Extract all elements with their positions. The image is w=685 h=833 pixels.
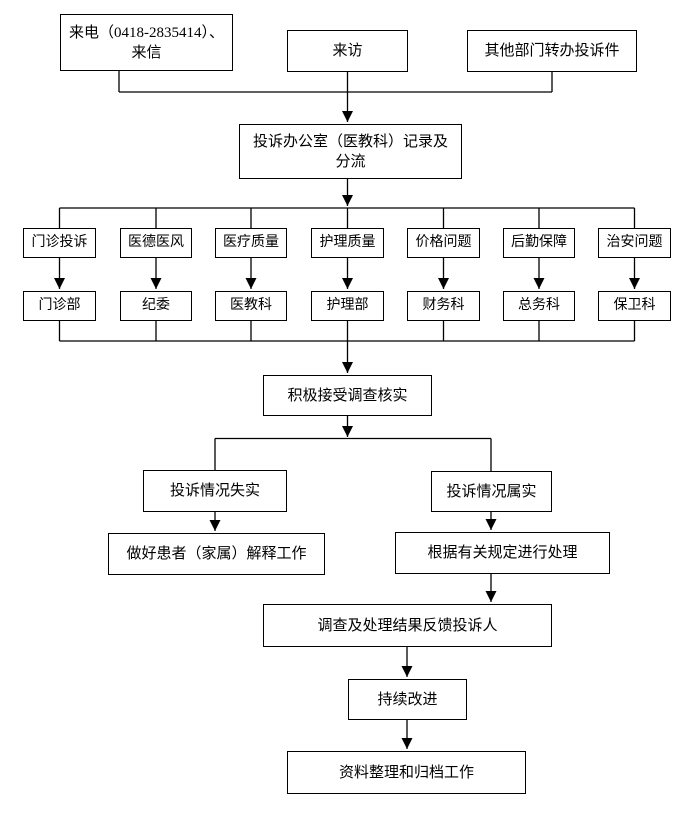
category-label-6: 后勤保障	[511, 235, 567, 250]
department-box-7: 保卫科	[598, 291, 671, 321]
intake-to-distribution-connector	[58, 179, 636, 228]
feedback-label: 调查及处理结果反馈投诉人	[317, 617, 498, 634]
improve-label: 持续改进	[377, 691, 438, 708]
intake-label-line1: 投诉办公室（医教科）记录及	[252, 133, 448, 150]
category-label-7: 治安问题	[606, 235, 663, 250]
archive-box: 资料整理和归档工作	[287, 751, 526, 794]
category-box-1: 门诊投诉	[23, 228, 96, 258]
category-label-3: 医疗质量	[223, 235, 279, 250]
category-box-2: 医德医风	[120, 228, 192, 258]
improve-box: 持续改进	[348, 679, 467, 720]
source-phone-box: 来电（0418-2835414）、 来信	[60, 14, 233, 71]
source-phone-label-line1: 来电（0418-2835414）、	[69, 24, 224, 41]
department-label-2: 纪委	[142, 298, 170, 313]
category-label-5: 价格问题	[415, 235, 472, 250]
intake-label-line2: 分流	[335, 153, 366, 170]
verify-split-connector	[214, 416, 492, 471]
department-box-2: 纪委	[120, 291, 192, 321]
source-visit-box: 来访	[287, 30, 408, 72]
source-visit-label: 来访	[332, 43, 363, 59]
outcome-true-label: 投诉情况属实	[446, 483, 537, 500]
source-phone-label-line2: 来信	[131, 44, 162, 61]
category-box-5: 价格问题	[407, 228, 480, 258]
explain-action-box: 做好患者（家属）解释工作	[108, 533, 325, 575]
category-box-7: 治安问题	[598, 228, 671, 258]
explain-action-label: 做好患者（家属）解释工作	[126, 546, 307, 562]
department-label-1: 门诊部	[38, 298, 81, 313]
category-to-department-arrows	[54, 258, 640, 289]
outcome-false-box: 投诉情况失实	[143, 470, 287, 512]
category-box-6: 后勤保障	[503, 228, 575, 258]
feedback-box: 调查及处理结果反馈投诉人	[263, 604, 552, 647]
intake-box: 投诉办公室（医教科）记录及 分流	[239, 124, 462, 179]
source-transfer-label: 其他部门转办投诉件	[484, 43, 620, 59]
outcome-to-action-arrows	[209, 512, 497, 531]
category-label-2: 医德医风	[128, 235, 184, 250]
department-label-4: 护理部	[326, 298, 369, 313]
department-box-4: 护理部	[311, 291, 384, 321]
outcome-true-box: 投诉情况属实	[431, 471, 552, 512]
department-label-3: 医教科	[230, 298, 272, 313]
category-label-1: 门诊投诉	[31, 235, 88, 250]
category-label-4: 护理质量	[319, 235, 376, 250]
department-box-5: 财务科	[407, 291, 480, 321]
outcome-false-label: 投诉情况失实	[169, 483, 260, 499]
source-transfer-box: 其他部门转办投诉件	[467, 30, 637, 72]
department-box-3: 医教科	[215, 291, 287, 321]
category-box-4: 护理质量	[311, 228, 384, 258]
department-label-7: 保卫科	[613, 298, 656, 313]
department-label-6: 总务科	[518, 298, 560, 313]
verify-box: 积极接受调查核实	[263, 375, 432, 416]
department-collector-connector	[58, 321, 636, 373]
verify-label: 积极接受调查核实	[287, 387, 408, 404]
category-box-3: 医疗质量	[215, 228, 287, 258]
department-label-5: 财务科	[422, 298, 465, 313]
archive-label: 资料整理和归档工作	[338, 764, 474, 781]
department-box-1: 门诊部	[23, 291, 96, 321]
sources-merge-connector	[118, 71, 553, 122]
handle-action-box: 根据有关规定进行处理	[395, 532, 610, 574]
handle-action-label: 根据有关规定进行处理	[427, 545, 578, 561]
department-box-6: 总务科	[503, 291, 575, 321]
